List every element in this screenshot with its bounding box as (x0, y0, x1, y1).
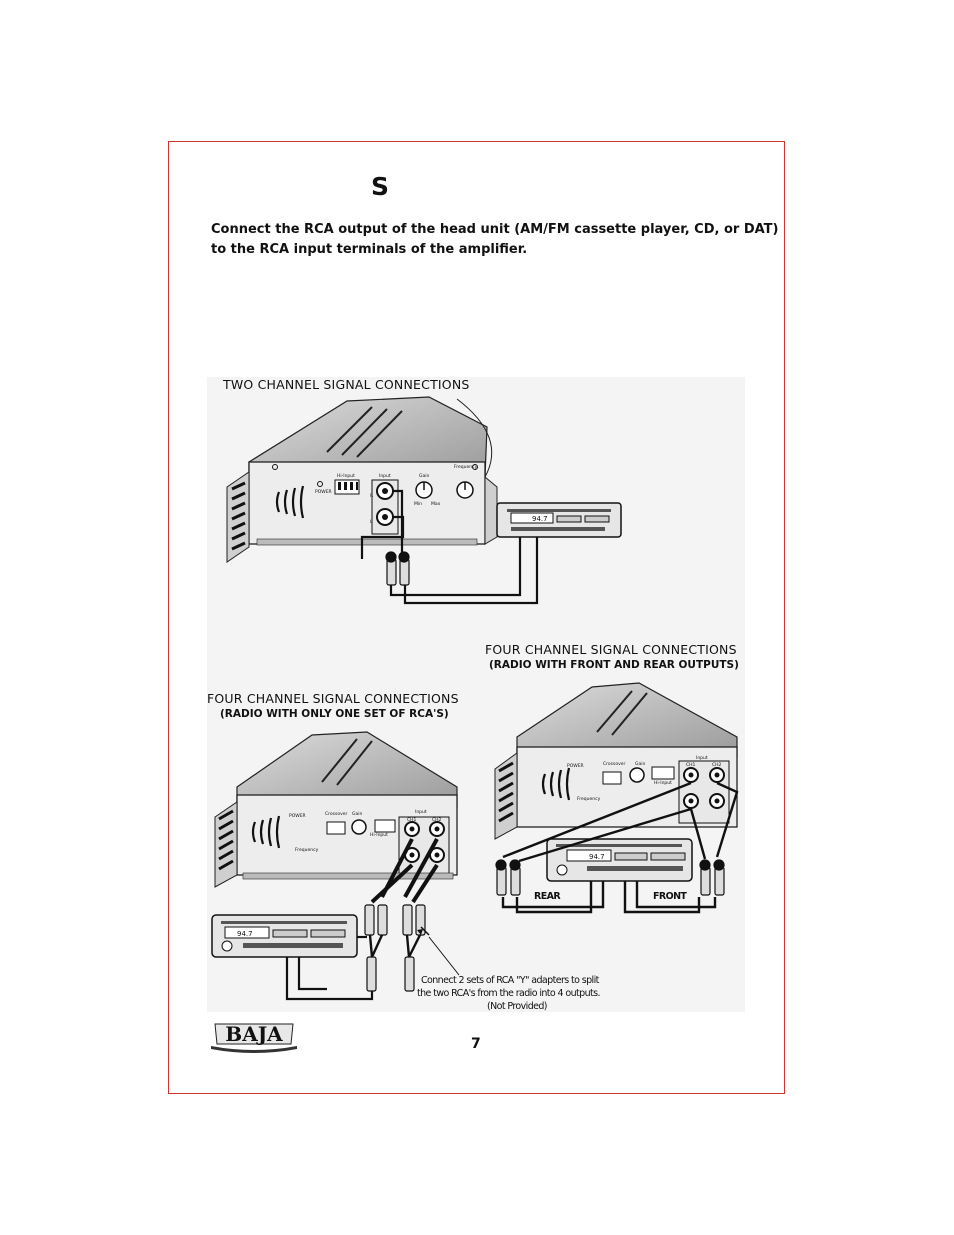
amplifier-four-channel-right (494, 682, 738, 840)
radio-2-display: 94.7 (237, 930, 253, 938)
head-unit-radio-3 (546, 838, 693, 882)
note-line-3: (Not Provided) (487, 1001, 548, 1012)
y-split-lines (368, 934, 422, 958)
note-line-2: the two RCA's from the radio into 4 outp… (417, 988, 601, 999)
front-rear-rca-plugs (495, 859, 725, 896)
amp2-panel-text: POWER Crossover Gain Frequency Hi-Input … (289, 809, 442, 853)
svg-text:BAJA: BAJA (225, 1022, 283, 1046)
amplifier-two-channel (226, 396, 498, 563)
svg-text:Hi-Input: Hi-Input (337, 473, 355, 479)
svg-text:Input: Input (696, 755, 708, 761)
svg-text:CH1: CH1 (686, 762, 696, 768)
section-heading: S (371, 172, 390, 201)
svg-text:Gain: Gain (419, 473, 429, 479)
radio-1-display: 94.7 (532, 515, 548, 523)
svg-text:Frequency: Frequency (577, 796, 601, 802)
svg-text:POWER: POWER (289, 813, 306, 819)
radio-2-wires (285, 935, 374, 1001)
head-unit-radio-2 (211, 914, 358, 958)
svg-text:Input: Input (379, 473, 391, 479)
intro-line-1: Connect the RCA output of the head unit … (211, 222, 779, 237)
front-label: FRONT (653, 891, 687, 902)
svg-text:Input: Input (415, 809, 427, 815)
two-channel-rca-plugs (385, 551, 410, 586)
svg-text:Frequency: Frequency (295, 847, 319, 853)
page-number: 7 (471, 1036, 481, 1052)
intro-line-2: to the RCA input terminals of the amplif… (211, 242, 528, 257)
rear-label: REAR (534, 891, 561, 902)
baja-logo: BAJA (209, 1016, 299, 1056)
svg-text:L: L (370, 519, 373, 525)
head-unit-radio-1 (496, 502, 622, 538)
y-adapter-plugs (364, 904, 426, 992)
baja-logo-graphic: BAJA (211, 1022, 297, 1053)
amplifier-four-channel-left (214, 731, 458, 888)
svg-text:CH2: CH2 (432, 817, 442, 823)
svg-text:Frequency: Frequency (454, 464, 478, 470)
svg-text:Hi-Input: Hi-Input (654, 780, 672, 786)
note-line-1: Connect 2 sets of RCA "Y" adapters to sp… (421, 975, 599, 986)
intro-text: Connect the RCA output of the head unit … (211, 220, 779, 260)
y-adapter-cables (370, 838, 439, 904)
wiring-diagram-graphic: Hi-Input Input Gain Frequency POWER Min … (211, 396, 739, 1001)
two-channel-wires (360, 489, 539, 605)
front-rear-wires (501, 781, 739, 914)
svg-text:CH2: CH2 (712, 762, 722, 768)
svg-text:Max: Max (431, 501, 441, 507)
page-border (168, 141, 785, 1094)
svg-text:Crossover: Crossover (603, 761, 626, 767)
four-channel-one-set-title: FOUR CHANNEL SIGNAL CONNECTIONS (207, 691, 459, 706)
two-channel-title: TWO CHANNEL SIGNAL CONNECTIONS (223, 377, 470, 392)
svg-text:Gain: Gain (635, 761, 645, 767)
svg-text:Crossover: Crossover (325, 811, 348, 817)
four-channel-one-set-subtitle: (RADIO WITH ONLY ONE SET OF RCA'S) (220, 708, 449, 720)
svg-text:POWER: POWER (567, 763, 584, 769)
svg-text:POWER: POWER (315, 489, 332, 495)
amp1-panel-text: Hi-Input Input Gain Frequency POWER Min … (315, 464, 478, 525)
svg-text:Gain: Gain (352, 811, 362, 817)
svg-text:CH1: CH1 (407, 817, 417, 823)
radio-3-display: 94.7 (589, 853, 605, 861)
svg-text:R: R (370, 493, 373, 499)
note-arrow (420, 926, 430, 936)
svg-text:Hi-Input: Hi-Input (370, 832, 388, 838)
four-channel-front-rear-title: FOUR CHANNEL SIGNAL CONNECTIONS (485, 642, 737, 657)
wiring-diagram: Hi-Input Input Gain Frequency POWER Min … (207, 377, 745, 1012)
amp3-panel-text: POWER Crossover Gain Frequency Hi-Input … (567, 755, 722, 802)
four-channel-front-rear-subtitle: (RADIO WITH FRONT AND REAR OUTPUTS) (489, 659, 739, 671)
svg-text:Min: Min (414, 501, 422, 507)
